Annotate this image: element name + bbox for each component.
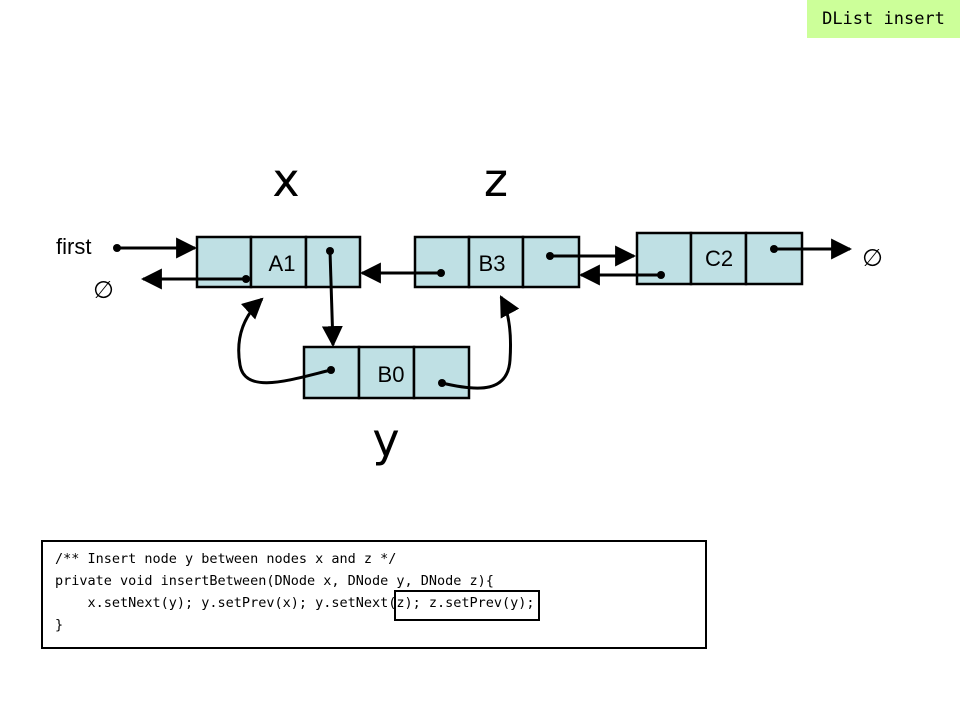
node-b0: B0	[302, 345, 471, 400]
node-a1-next-cell	[304, 235, 362, 289]
b3-prev-to-a1-pointer	[359, 262, 445, 284]
slide-tag: DList insert	[807, 0, 960, 38]
variable-z-label: z	[484, 153, 508, 207]
code-line-3-part-a: x.setNext(y); y.setPrev(x);	[55, 595, 316, 611]
first-pointer	[113, 237, 198, 259]
b0-next-to-b3-pointer	[438, 295, 520, 390]
a1-prev-null-pointer	[140, 268, 250, 290]
node-b3-value-cell	[467, 235, 525, 289]
c2-next-null-pointer	[770, 238, 853, 260]
node-c2-next-cell	[744, 231, 804, 286]
node-b0-next-cell	[412, 345, 471, 400]
code-line-1: /** Insert node y between nodes x and z …	[55, 551, 397, 567]
code-highlight-box	[394, 590, 540, 621]
node-a1-label: A1	[269, 251, 296, 276]
node-b3-next-cell	[521, 235, 581, 289]
code-line-4: }	[55, 617, 64, 633]
null-symbol-right: ∅	[862, 244, 883, 272]
b0-prev-to-a1-pointer	[237, 297, 335, 385]
b3-next-to-c2-pointer	[546, 245, 637, 267]
first-label: first	[56, 234, 91, 259]
code-snippet: /** Insert node y between nodes x and z …	[41, 540, 707, 649]
node-b3: B3	[413, 235, 581, 289]
code-line-2: private void insertBetween(DNode x, DNod…	[55, 573, 494, 589]
variable-x-label: x	[272, 153, 299, 207]
variable-y-label: y	[372, 413, 399, 467]
a1-next-to-b0-pointer	[321, 247, 343, 348]
node-c2-label: C2	[705, 246, 733, 271]
node-c2-value-cell	[689, 231, 748, 286]
node-a1-value-cell	[249, 235, 308, 289]
node-b0-value-cell	[357, 345, 416, 400]
null-symbol-left: ∅	[93, 276, 114, 304]
node-b3-label: B3	[479, 251, 506, 276]
c2-prev-to-b3-pointer	[578, 264, 665, 286]
node-b0-label: B0	[378, 362, 405, 387]
node-b3-prev-cell	[413, 235, 471, 289]
code-line-3-part-c: z.setPrev(y);	[420, 595, 535, 611]
